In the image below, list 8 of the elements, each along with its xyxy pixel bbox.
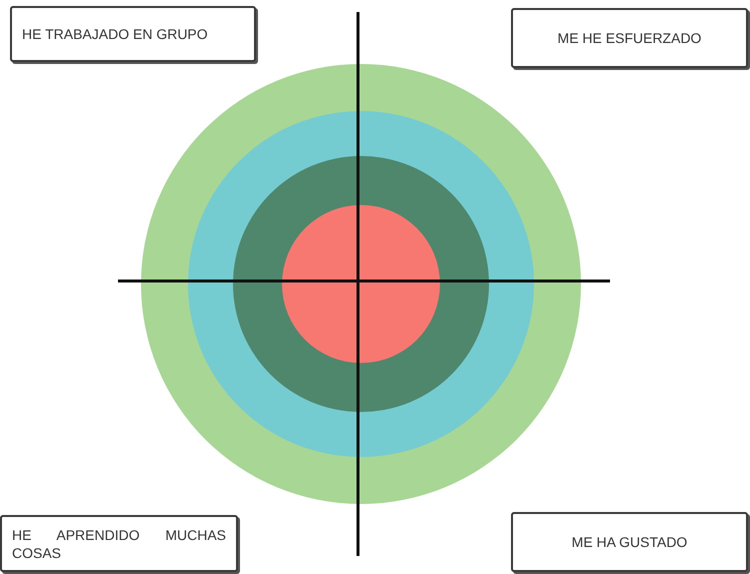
label-text: ME HA GUSTADO <box>572 533 688 551</box>
label-text: HE APRENDIDO MUCHAS COSAS <box>12 526 226 562</box>
label-box <box>511 8 748 68</box>
label-box <box>0 515 238 572</box>
label-box <box>10 6 256 62</box>
label-text: ME HE ESFUERZADO <box>558 29 702 47</box>
label-box <box>511 512 748 572</box>
label-text: HE TRABAJADO EN GRUPO <box>22 25 208 43</box>
